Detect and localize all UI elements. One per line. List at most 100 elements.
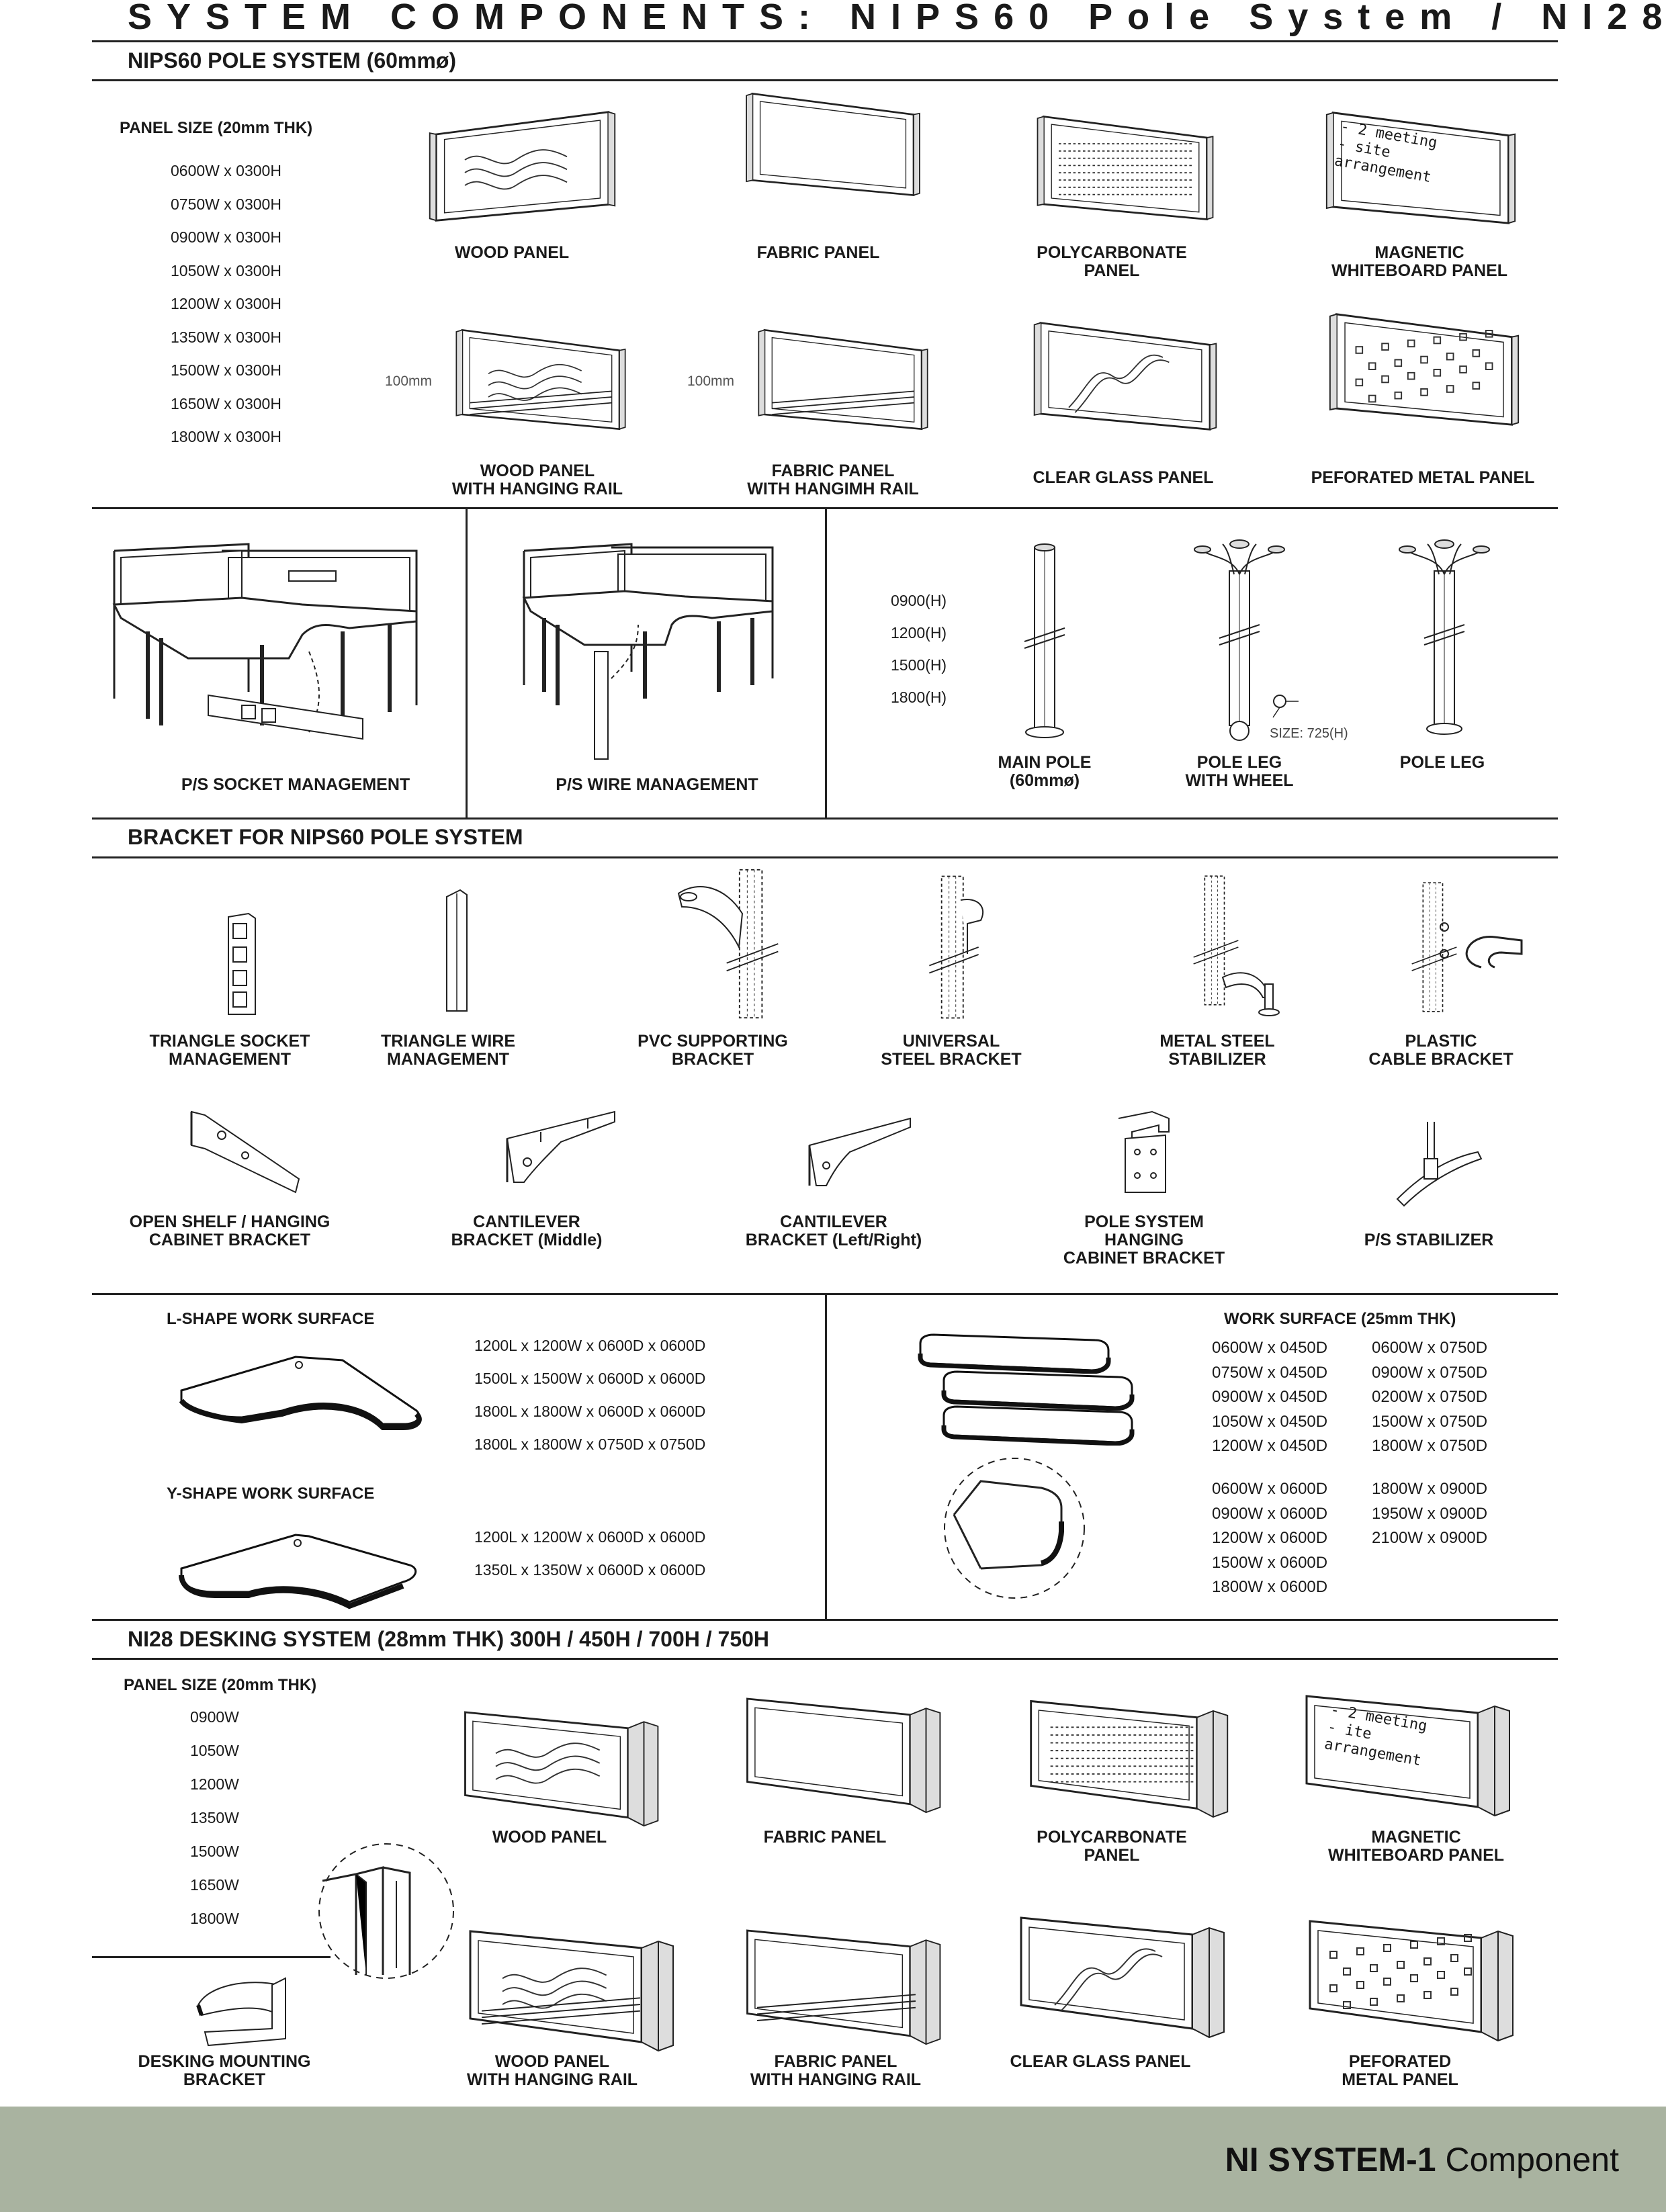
section-divider [92, 856, 1558, 858]
y-shape-surface-illustration [175, 1528, 423, 1609]
fabric-panel-rail-illustration [757, 328, 929, 431]
footer-title: NI SYSTEM-1 Component [1225, 2141, 1619, 2178]
column-divider [466, 507, 468, 817]
wire-management-illustration [517, 524, 786, 766]
ni28-label-clear-glass-panel: CLEAR GLASS PANEL [1010, 2052, 1191, 2071]
ni28-wood-panel-rail-illustration [469, 1930, 674, 2052]
plastic-cable-bracket-illustration [1411, 882, 1535, 1012]
footer-band: NI SYSTEM-1 Component [0, 2107, 1666, 2212]
panel-size-item: 1650W x 0300H [171, 394, 281, 412]
ni28-label-wood-panel: WOOD PANEL [492, 1828, 607, 1847]
pole-height-item: 1500(H) [891, 656, 947, 674]
section-divider [92, 1619, 1558, 1621]
ws-size-item: 1050W x 0450D [1212, 1412, 1328, 1431]
l-shape-size-item: 1800L x 1800W x 0600D x 0600D [474, 1403, 706, 1420]
ni28-clear-glass-panel-illustration [1020, 1916, 1225, 2039]
pole-leg-size-note: SIZE: 725(H) [1270, 726, 1348, 741]
ni28-fabric-panel-illustration [746, 1697, 941, 1814]
ni28-panel-size-heading: PANEL SIZE (20mm THK) [124, 1676, 317, 1694]
y-shape-heading: Y-SHAPE WORK SURFACE [167, 1485, 375, 1503]
l-shape-size-list: 1200L x 1200W x 0600D x 0600D 1500L x 15… [474, 1329, 705, 1461]
pole-height-item: 0900(H) [891, 592, 947, 609]
ni28-panel-size-item: 0900W [190, 1708, 239, 1726]
section-heading-nips60: NIPS60 POLE SYSTEM (60mmø) [128, 48, 457, 73]
ws-size-item: 0900W x 0600D [1212, 1504, 1328, 1523]
panel-size-list: 0600W x 0300H 0750W x 0300H 0900W x 0300… [171, 154, 281, 454]
ni28-panel-size-item: 1800W [190, 1910, 239, 1927]
page-title: SYSTEM COMPONENTS: NIPS60 Pole System / … [128, 0, 1666, 37]
panel-size-item: 0750W x 0300H [171, 195, 281, 213]
main-pole-illustration [1024, 543, 1065, 738]
pole-leg-wheel-illustration [1194, 539, 1285, 739]
section-divider [92, 79, 1558, 81]
ws-size-item: 1500W x 0600D [1212, 1553, 1328, 1572]
ws-size-list: 0600W x 0750D 0900W x 0750D 0200W x 0750… [1372, 1336, 1487, 1459]
pole-height-item: 1200(H) [891, 624, 947, 642]
ni28-label-fabric-panel: FABRIC PANEL [763, 1828, 887, 1847]
panel-size-item: 1050W x 0300H [171, 261, 281, 279]
ni28-perforated-panel-illustration [1309, 1920, 1514, 2042]
perforated-panel-illustration [1329, 313, 1520, 426]
pole-height-list: 0900(H) 1200(H) 1500(H) 1800(H) [891, 584, 947, 713]
title-divider [92, 40, 1558, 42]
hanging-cabinet-bracket-illustration [1112, 1108, 1179, 1196]
ws-size-item: 1800W x 0750D [1372, 1437, 1488, 1455]
work-surface-detail-illustration [940, 1454, 1088, 1602]
ws-size-item: 0900W x 0750D [1372, 1363, 1488, 1382]
ps-stabilizer-illustration [1391, 1122, 1485, 1206]
ni28-panel-size-item: 1050W [190, 1742, 239, 1759]
section-divider [92, 1658, 1558, 1660]
ws-size-item: 0600W x 0450D [1212, 1339, 1328, 1357]
metal-steel-stabilizer-illustration [1192, 875, 1290, 1021]
ws-size-item: 0900W x 0450D [1212, 1388, 1328, 1406]
rail-dimension: 100mm [385, 373, 433, 389]
ws-size-item: 0750W x 0450D [1212, 1363, 1328, 1382]
ni28-panel-size-list: 0900W 1050W 1200W 1350W 1500W 1650W 1800… [190, 1700, 239, 1935]
triangle-socket-illustration [225, 910, 259, 1018]
l-shape-surface-illustration [175, 1350, 430, 1431]
l-shape-size-item: 1200L x 1200W x 0600D x 0600D [474, 1337, 706, 1354]
polycarbonate-panel-illustration [1036, 115, 1215, 221]
cantilever-middle-illustration [500, 1108, 621, 1196]
y-shape-size-list: 1200L x 1200W x 0600D x 0600D 1350L x 13… [474, 1521, 705, 1587]
column-divider [825, 507, 827, 817]
l-shape-size-item: 1500L x 1500W x 0600D x 0600D [474, 1370, 706, 1387]
ni28-panel-size-item: 1650W [190, 1876, 239, 1894]
work-surface-slab-illustration [937, 1405, 1139, 1446]
ni28-fabric-panel-rail-illustration [746, 1929, 941, 2045]
section-divider [92, 817, 1558, 820]
work-surface-heading: WORK SURFACE (25mm THK) [1224, 1310, 1456, 1328]
ws-size-list: 0600W x 0450D 0750W x 0450D 0900W x 0450… [1212, 1336, 1327, 1459]
ws-size-item: 1200W x 0600D [1212, 1529, 1328, 1547]
panel-size-item: 1800W x 0300H [171, 428, 281, 445]
pole-height-item: 1800(H) [891, 689, 947, 706]
label-ps-stabilizer: P/S STABILIZER [1364, 1231, 1494, 1249]
ni28-joint-detail-illustration [316, 1841, 457, 1982]
label-perforated-panel: PEFORATED METAL PANEL [1311, 468, 1535, 487]
section-heading-bracket: BRACKET FOR NIPS60 POLE SYSTEM [128, 825, 523, 849]
panel-size-heading: PANEL SIZE (20mm THK) [120, 119, 313, 137]
y-shape-size-item: 1350L x 1350W x 0600D x 0600D [474, 1561, 706, 1579]
panel-size-item: 1200W x 0300H [171, 295, 281, 312]
ws-size-item: 0600W x 0600D [1212, 1480, 1328, 1498]
label-main-pole: MAIN POLE(60mmø) [998, 753, 1092, 790]
l-shape-size-item: 1800L x 1800W x 0750D x 0750D [474, 1435, 706, 1453]
pole-leg-illustration [1399, 539, 1490, 739]
panel-size-item: 0600W x 0300H [171, 162, 281, 179]
ws-size-item: 1200W x 0450D [1212, 1437, 1328, 1455]
fabric-panel-illustration [745, 92, 921, 197]
